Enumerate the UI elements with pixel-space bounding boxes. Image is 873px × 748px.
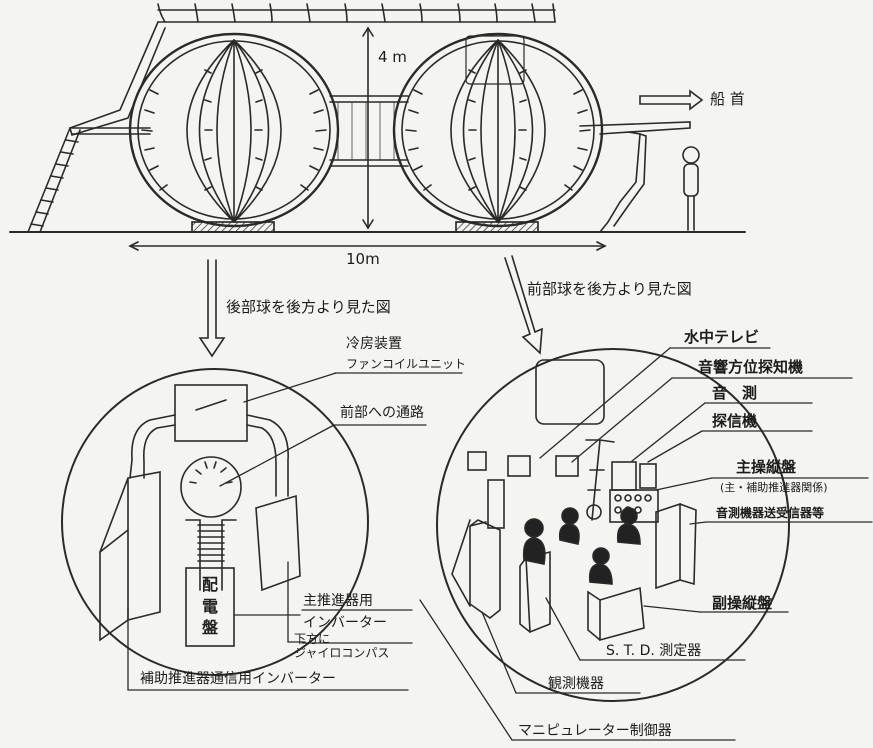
- main-console-sublabel: (主・補助推進器関係): [720, 481, 828, 494]
- front-sphere-interior: [436, 348, 790, 702]
- front-view-arrow: [504, 255, 543, 355]
- underwater-tv-label: 水中テレビ: [684, 328, 760, 346]
- manipulator-controller-label: マニピュレーター制御器: [518, 723, 672, 739]
- rear-view-caption: 後部球を後方より見た図: [226, 298, 391, 316]
- length-label: 10m: [346, 250, 380, 268]
- aircon-sublabel: ファンコイルユニット: [346, 357, 467, 371]
- main-inverter-label-2: インバーター: [303, 615, 387, 631]
- bow-arrow: [639, 89, 704, 111]
- aircon-label: 冷房装置: [346, 336, 402, 352]
- connecting-tube: [329, 95, 409, 167]
- rear-sphere-leaders: [127, 372, 463, 691]
- rear-sphere-elevation: [128, 32, 340, 233]
- acoustic-direction-finder-label: 音響方位探知機: [698, 358, 804, 376]
- rear-view-arrow: [198, 259, 226, 358]
- aux-inverter-label: 補助推進器通信用インバーター: [140, 671, 336, 687]
- distribution-panel-label: 配 電 盤: [201, 575, 218, 638]
- rear-sphere-interior: [61, 368, 369, 676]
- rear-sphere-contents: [99, 384, 301, 647]
- height-label: 4 m: [378, 48, 407, 66]
- gyro-label-1: 下方に: [294, 632, 331, 646]
- gyro-label-2: ジャイロコンパス: [294, 646, 390, 660]
- front-sphere-contents: [451, 359, 697, 642]
- std-meter-label: S. T. D. 測定器: [606, 643, 702, 659]
- front-sphere-elevation: [392, 32, 604, 233]
- pinger-label: 探信機: [712, 412, 758, 430]
- echo-sounder-label: 音 測: [712, 384, 758, 402]
- sub-console-label: 副操縦盤: [712, 594, 773, 612]
- front-sphere-leaders: [419, 347, 873, 741]
- front-view-caption: 前部球を後方より見た図: [527, 280, 692, 298]
- main-console-label: 主操縦盤: [736, 458, 797, 476]
- ground-line: [9, 127, 746, 233]
- ladder: [27, 127, 81, 233]
- deck-railing: [69, 3, 556, 137]
- main-inverter-label: 主推進器用: [303, 593, 373, 609]
- height-dimension: [362, 26, 374, 230]
- observation-equipment-label: 観測機器: [548, 676, 604, 692]
- echo-transceiver-label: 音測機器送受信器等: [716, 506, 825, 520]
- length-dimension: [128, 241, 607, 251]
- person-figure: [682, 146, 700, 231]
- passage-label: 前部への通路: [340, 405, 424, 421]
- bow-label: 船 首: [710, 90, 745, 108]
- manipulator-arm: [579, 121, 691, 233]
